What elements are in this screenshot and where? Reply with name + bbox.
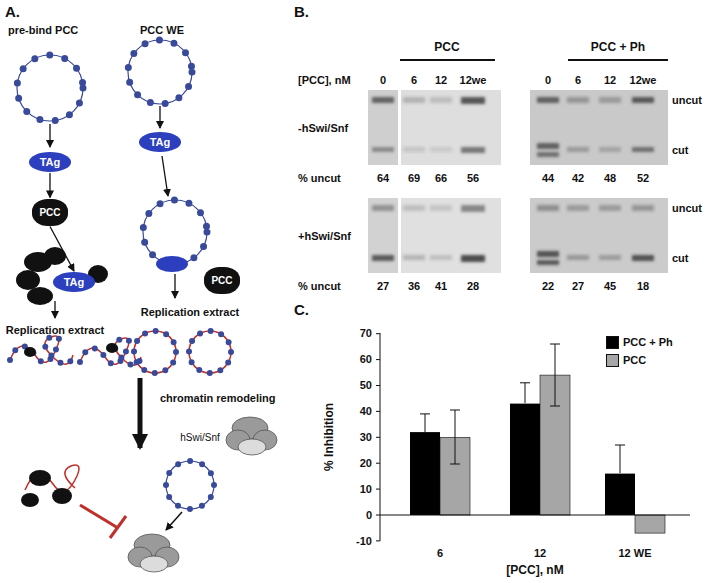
lane-label: 6 (575, 74, 581, 87)
value-cell: 45 (604, 280, 616, 293)
legend-text: PCC + Ph (623, 336, 673, 349)
lane-label: 0 (380, 74, 386, 87)
plasmid-circle (17, 55, 83, 121)
lane-label: 6 (411, 74, 417, 87)
band-label: uncut (672, 94, 702, 107)
tag-protein: TAg (29, 152, 72, 172)
value-cell: 48 (604, 172, 616, 185)
value-cell: 52 (637, 172, 649, 185)
inhibition-bar (80, 505, 126, 538)
tick-label: 12 WE (618, 547, 651, 560)
tag-protein: TAg (53, 272, 96, 292)
panel-letter: C. (294, 301, 309, 318)
pcc-protein: PCC (32, 199, 67, 226)
gel-image (368, 198, 668, 273)
process-arrow (49, 173, 50, 198)
value-cell: 28 (467, 280, 479, 293)
tick-label: 10 (360, 483, 372, 496)
complex-name: hSwi/Snf (180, 432, 219, 444)
tick-label: 50 (360, 379, 372, 392)
value-cell: 36 (408, 280, 420, 293)
row-title: % uncut (298, 280, 341, 293)
column-title: pre-bind PCC (8, 24, 78, 37)
gel-image (368, 90, 668, 165)
process-arrow (50, 227, 74, 272)
value-cell: 41 (435, 280, 447, 293)
node-text: PCC (39, 207, 60, 218)
plasmid-with-tag (143, 200, 207, 272)
band-label: uncut (672, 202, 702, 215)
condition-label: +hSwi/Snf (298, 230, 351, 243)
step-label: chromatin remodeling (160, 392, 276, 405)
tick-label: 12 (534, 547, 546, 560)
naked-plasmid (166, 461, 214, 509)
value-cell: 56 (467, 172, 479, 185)
pcc-bound-chromatin (21, 465, 79, 507)
replicated-plasmids (134, 331, 231, 373)
value-cell: 27 (377, 280, 389, 293)
axis-title: [PCC], nM (506, 564, 563, 578)
lane-label: 12we (460, 74, 487, 87)
value-cell: 44 (542, 172, 554, 185)
value-cell: 42 (572, 172, 584, 185)
lane-label: 12 (604, 74, 616, 87)
hswi-snf-complex (226, 417, 277, 455)
value-cell: 18 (637, 280, 649, 293)
tick-label: 40 (360, 405, 372, 418)
value-cell: 69 (408, 172, 420, 185)
legend-swatch (606, 336, 619, 349)
step-label: Replication extract (141, 306, 239, 319)
hswi-snf-complex (128, 534, 179, 572)
axis-title: [PCC], nM (298, 74, 351, 87)
bar-chart (376, 333, 690, 541)
tick-label: 20 (360, 457, 372, 470)
node-text: TAg (40, 156, 61, 168)
pcc-protein: PCC (204, 267, 239, 294)
value-cell: 64 (377, 172, 389, 185)
column-title: PCC WE (140, 24, 184, 37)
panel-letter: B. (294, 3, 309, 20)
node-text: PCC (211, 275, 232, 286)
value-cell: 27 (572, 280, 584, 293)
tick-label: 70 (360, 327, 372, 340)
lane-label: 12we (630, 74, 657, 87)
row-title: % uncut (298, 172, 341, 185)
plasmid-circle (128, 40, 192, 104)
value-cell: 66 (435, 172, 447, 185)
tick-label: 0 (366, 509, 372, 522)
pcc-cluster (16, 247, 108, 305)
band-label: cut (672, 252, 689, 265)
legend-swatch (606, 354, 619, 367)
axis-title: % Inhibition (323, 403, 337, 471)
group-header: PCC (434, 41, 459, 55)
lane-label: 12 (435, 74, 447, 87)
value-cell: 22 (542, 280, 554, 293)
band-label: cut (672, 144, 689, 157)
condition-label: -hSwi/Snf (298, 122, 348, 135)
lane-label: 0 (545, 74, 551, 87)
tag-protein: TAg (139, 132, 182, 152)
replicated-chromatin (10, 336, 141, 365)
tick-label: 60 (360, 353, 372, 366)
tick-label: -10 (356, 535, 372, 548)
step-label: Replication extract (6, 324, 104, 337)
node-text: TAg (150, 136, 171, 148)
node-text: TAg (64, 276, 85, 288)
group-header: PCC + Ph (591, 41, 645, 55)
panel-letter: A. (5, 3, 20, 20)
tick-label: 30 (360, 431, 372, 444)
tick-label: 6 (437, 547, 443, 560)
legend-text: PCC (623, 354, 646, 367)
